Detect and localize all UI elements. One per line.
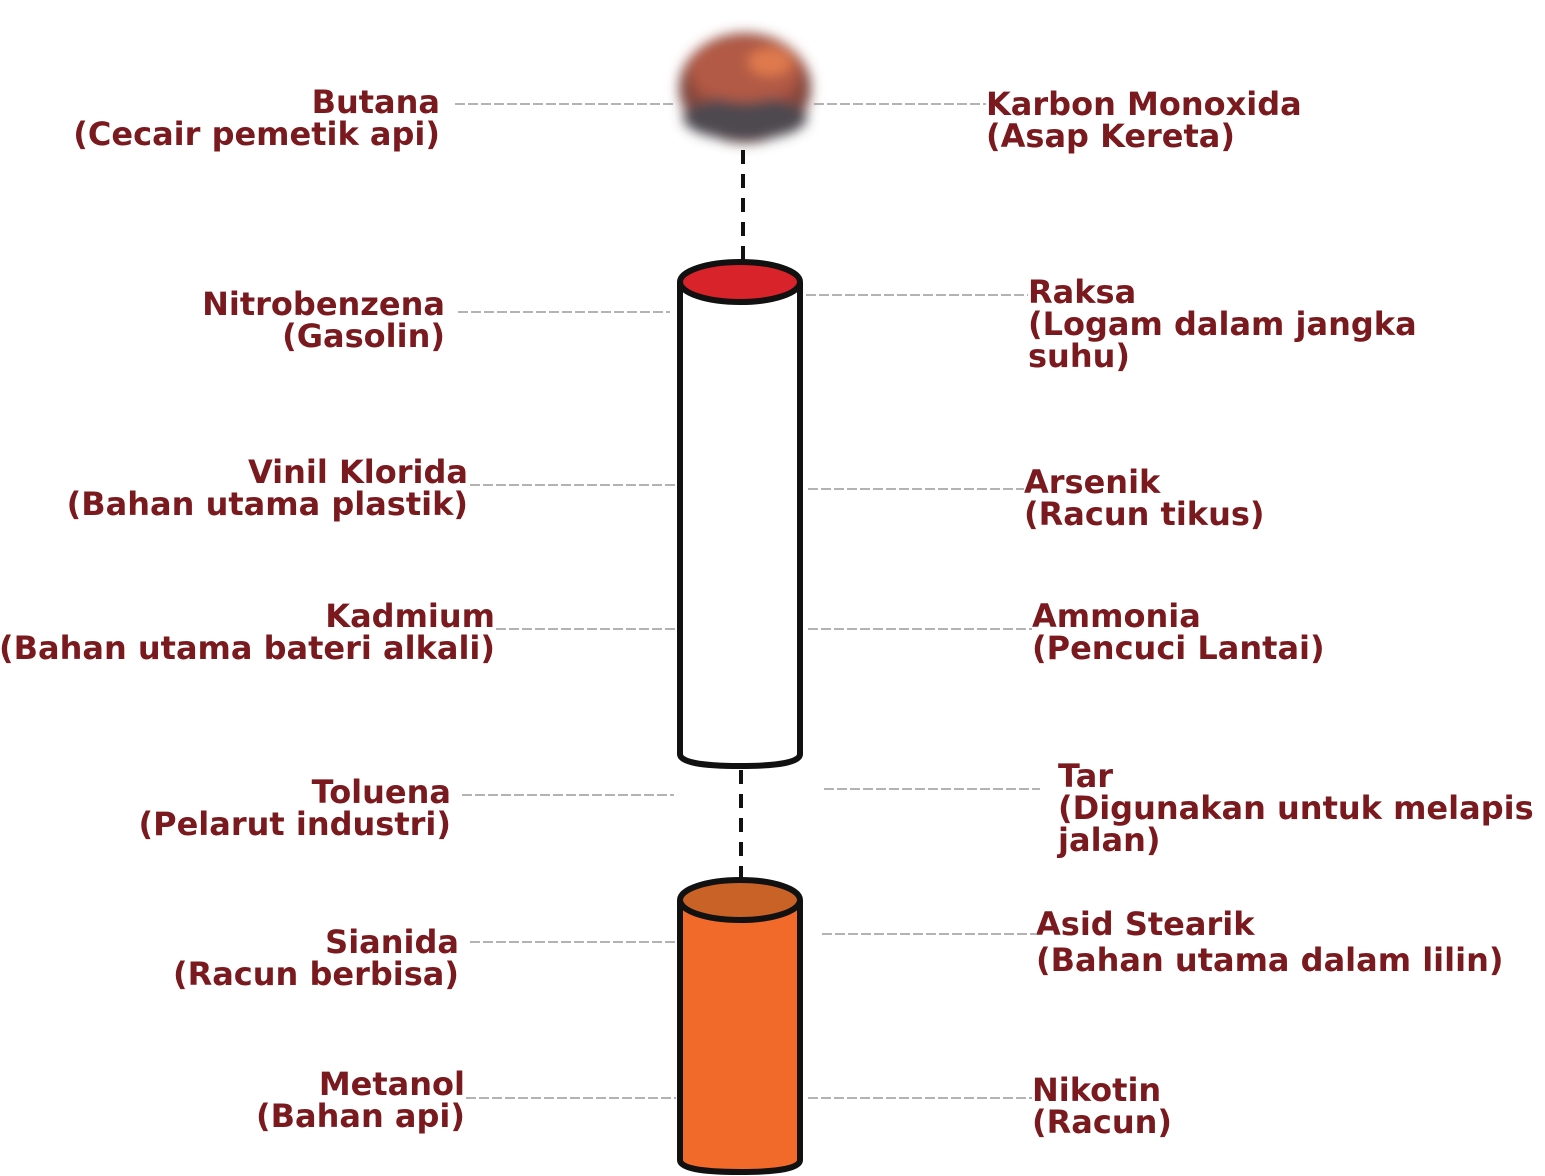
label-tar-desc: (Digunakan untuk melapis — [1058, 792, 1534, 824]
label-arsenik: Arsenik (Racun tikus) — [1024, 466, 1265, 530]
label-tar: Tar (Digunakan untuk melapis jalan) — [1058, 760, 1534, 856]
label-nitrobenzena-name: Nitrobenzena — [202, 288, 445, 320]
label-sianida-desc: (Racun berbisa) — [173, 958, 459, 990]
label-toluena-name: Toluena — [139, 776, 452, 808]
label-asid-stearik-desc: (Bahan utama dalam lilin) — [1036, 944, 1503, 976]
label-toluena: Toluena (Pelarut industri) — [139, 776, 452, 840]
label-metanol-desc: (Bahan api) — [256, 1100, 465, 1132]
label-ammonia-name: Ammonia — [1032, 600, 1325, 632]
right-leader-lines — [806, 104, 1040, 1098]
label-karbon-monoxida: Karbon Monoxida (Asap Kereta) — [986, 88, 1302, 152]
label-toluena-desc: (Pelarut industri) — [139, 808, 452, 840]
label-sianida: Sianida (Racun berbisa) — [173, 926, 459, 990]
label-butana: Butana (Cecair pemetik api) — [73, 86, 440, 150]
label-ammonia-desc: (Pencuci Lantai) — [1032, 632, 1325, 664]
label-kadmium-name: Kadmium — [0, 600, 495, 632]
label-raksa-name: Raksa — [1028, 276, 1417, 308]
tobacco-section — [680, 262, 800, 766]
label-nikotin: Nikotin (Racun) — [1032, 1074, 1172, 1138]
label-arsenik-name: Arsenik — [1024, 466, 1265, 498]
label-sianida-name: Sianida — [173, 926, 459, 958]
label-kadmium: Kadmium (Bahan utama bateri alkali) — [0, 600, 495, 664]
label-arsenik-desc: (Racun tikus) — [1024, 498, 1265, 530]
label-vinil-klorida-desc: (Bahan utama plastik) — [67, 488, 468, 520]
label-karbon-monoxida-desc: (Asap Kereta) — [986, 120, 1302, 152]
label-butana-desc: (Cecair pemetik api) — [73, 118, 440, 150]
label-kadmium-desc: (Bahan utama bateri alkali) — [0, 632, 495, 664]
label-nikotin-name: Nikotin — [1032, 1074, 1172, 1106]
label-metanol: Metanol (Bahan api) — [256, 1068, 465, 1132]
filter-section — [680, 880, 800, 1172]
label-asid-stearik-name: Asid Stearik — [1036, 908, 1503, 940]
label-nitrobenzena: Nitrobenzena (Gasolin) — [202, 288, 445, 352]
label-tar-name: Tar — [1058, 760, 1534, 792]
label-nikotin-desc: (Racun) — [1032, 1106, 1172, 1138]
label-tar-desc-cont: jalan) — [1058, 824, 1534, 856]
label-raksa: Raksa (Logam dalam jangka suhu) — [1028, 276, 1417, 372]
label-butana-name: Butana — [73, 86, 440, 118]
label-raksa-desc: (Logam dalam jangka — [1028, 308, 1417, 340]
label-karbon-monoxida-name: Karbon Monoxida — [986, 88, 1302, 120]
label-asid-stearik: Asid Stearik (Bahan utama dalam lilin) — [1036, 908, 1503, 976]
label-vinil-klorida: Vinil Klorida (Bahan utama plastik) — [67, 456, 468, 520]
label-raksa-desc-cont: suhu) — [1028, 340, 1417, 372]
label-nitrobenzena-desc: (Gasolin) — [202, 320, 445, 352]
label-vinil-klorida-name: Vinil Klorida — [67, 456, 468, 488]
label-metanol-name: Metanol — [256, 1068, 465, 1100]
burning-ash-icon — [679, 33, 811, 143]
label-ammonia: Ammonia (Pencuci Lantai) — [1032, 600, 1325, 664]
